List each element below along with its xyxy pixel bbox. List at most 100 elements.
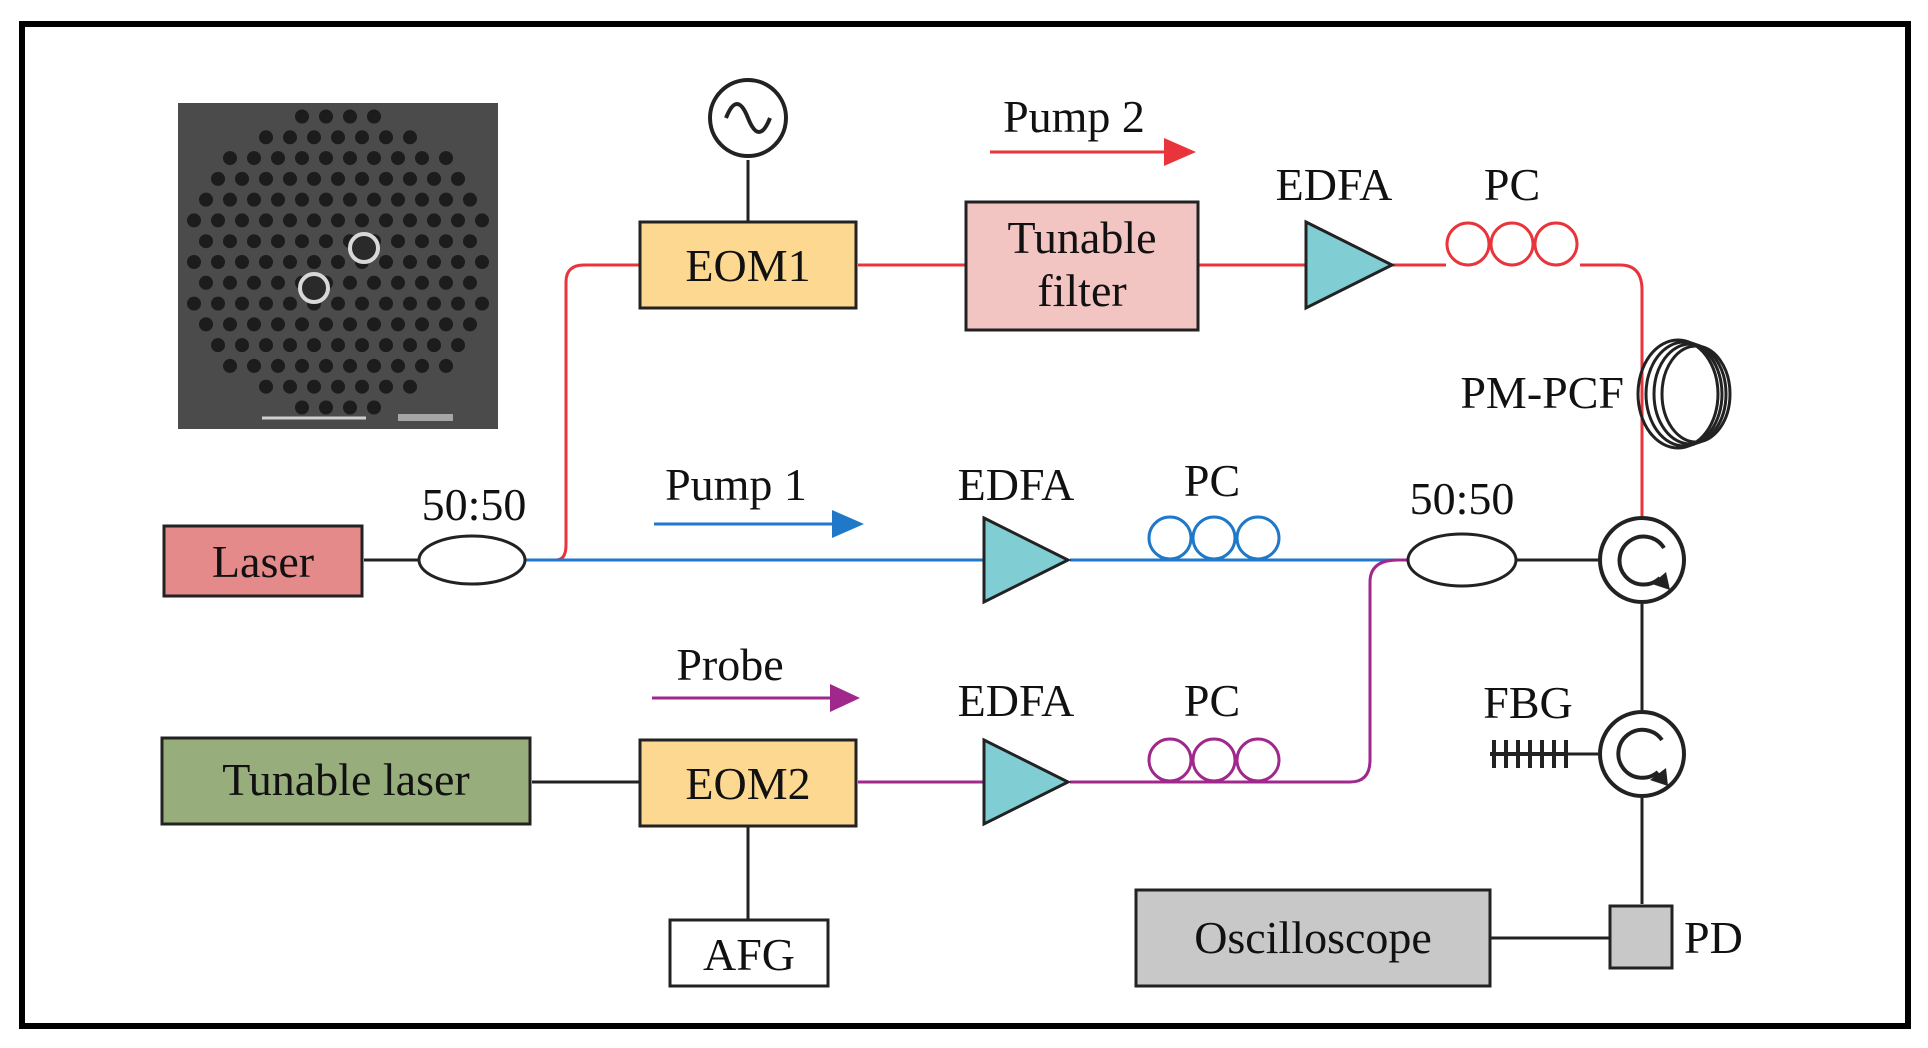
pcf-air-hole [439, 192, 453, 207]
pcf-air-hole [403, 379, 417, 394]
pcf-air-hole [427, 171, 441, 186]
edfa-mid-label: EDFA [958, 459, 1075, 510]
pcf-air-hole [331, 213, 345, 228]
pcf-air-hole [403, 130, 417, 145]
pcf-air-hole [235, 296, 249, 311]
pcf-air-hole [415, 192, 429, 207]
pcf-air-hole [331, 171, 345, 186]
pcf-air-hole [319, 358, 333, 373]
pcf-air-hole [391, 192, 405, 207]
pcf-air-hole [223, 358, 237, 373]
pcf-air-hole [415, 151, 429, 166]
pcf-air-hole [343, 151, 357, 166]
pcf-air-hole [427, 213, 441, 228]
pcf-air-hole [247, 151, 261, 166]
pcf-air-hole [427, 338, 441, 353]
pcf-air-hole [415, 275, 429, 290]
pump2-label: Pump 2 [1003, 91, 1145, 142]
oscilloscope-box: Oscilloscope [1134, 888, 1492, 988]
pcf-air-hole [307, 213, 321, 228]
pcf-air-hole [187, 296, 201, 311]
pcf-air-hole [283, 296, 297, 311]
pcf-air-hole [319, 400, 333, 415]
black-connections [364, 160, 1644, 940]
pc-mid-label: PC [1184, 455, 1240, 506]
pcf-air-hole [223, 317, 237, 332]
pcf-stress-rod [348, 232, 380, 264]
probe-label: Probe [676, 639, 783, 690]
pc-top-loops [1445, 221, 1579, 267]
edfa-top-amplifier [1304, 219, 1396, 311]
pcf-air-hole [307, 379, 321, 394]
pump1-arrow [654, 510, 864, 538]
pcf-air-hole [463, 192, 477, 207]
pcf-air-hole [283, 171, 297, 186]
pcf-air-hole [451, 338, 465, 353]
pcf-air-hole [391, 234, 405, 249]
photodetector-box: PD [1608, 904, 1743, 970]
pcf-air-hole [391, 317, 405, 332]
pcf-air-hole [283, 130, 297, 145]
pcf-air-hole [475, 255, 489, 269]
pcf-air-hole [271, 275, 285, 290]
laser-box: Laser [162, 524, 364, 598]
pcf-air-hole [331, 338, 345, 353]
pcf-air-hole [343, 109, 357, 124]
pcf-air-hole [247, 234, 261, 249]
pcf-air-hole [223, 275, 237, 290]
coupler-left [417, 534, 527, 586]
coupler-right [1406, 532, 1518, 588]
tunable-laser-label: Tunable laser [222, 754, 469, 805]
pcf-air-hole [331, 296, 345, 311]
pc-mid-loops [1147, 515, 1281, 561]
pcf-air-hole [475, 213, 489, 228]
pcf-air-hole [403, 255, 417, 269]
rf-source-icon [708, 78, 788, 158]
eom2-label: EOM2 [685, 758, 810, 809]
pcf-air-hole [223, 192, 237, 207]
pcf-air-hole [367, 151, 381, 166]
pcf-air-hole [199, 234, 213, 249]
pcf-air-hole [367, 317, 381, 332]
afg-box: AFG [668, 918, 830, 988]
pcf-air-hole [343, 275, 357, 290]
pcf-air-hole [307, 171, 321, 186]
pcf-air-hole [355, 213, 369, 228]
pcf-air-hole [283, 338, 297, 353]
diagram-frame [19, 21, 1911, 1029]
pcf-air-hole [295, 317, 309, 332]
pcf-air-hole [403, 213, 417, 228]
pcf-air-hole [247, 317, 261, 332]
probe-fiber-path [858, 558, 1408, 784]
pcf-air-hole [367, 358, 381, 373]
pcf-air-hole [235, 213, 249, 228]
laser-label: Laser [212, 536, 314, 587]
pcf-air-hole [259, 338, 273, 353]
pcf-air-hole [295, 400, 309, 415]
pcf-air-hole [199, 192, 213, 207]
pcf-air-hole [367, 192, 381, 207]
pcf-air-hole [463, 275, 477, 290]
pcf-air-hole [331, 379, 345, 394]
pcf-air-hole [391, 275, 405, 290]
pcf-air-hole [211, 338, 225, 353]
tunable-filter-label-line1: Tunable [1007, 212, 1156, 263]
pcf-air-hole [379, 130, 393, 145]
pcf-air-hole [379, 255, 393, 269]
pcf-air-hole [355, 171, 369, 186]
pcf-air-hole [415, 234, 429, 249]
pcf-air-hole [199, 275, 213, 290]
pcf-air-hole [343, 317, 357, 332]
pcf-air-hole [307, 255, 321, 269]
pcf-air-hole [295, 151, 309, 166]
pcf-air-hole [223, 234, 237, 249]
pc-top-label: PC [1484, 159, 1540, 210]
pcf-air-hole [295, 234, 309, 249]
pcf-air-hole [319, 192, 333, 207]
pcf-air-hole [235, 255, 249, 269]
pc-bottom-loops [1147, 737, 1281, 783]
pcf-air-hole [295, 358, 309, 373]
pc-bottom-label: PC [1184, 675, 1240, 726]
pcf-air-hole [343, 400, 357, 415]
